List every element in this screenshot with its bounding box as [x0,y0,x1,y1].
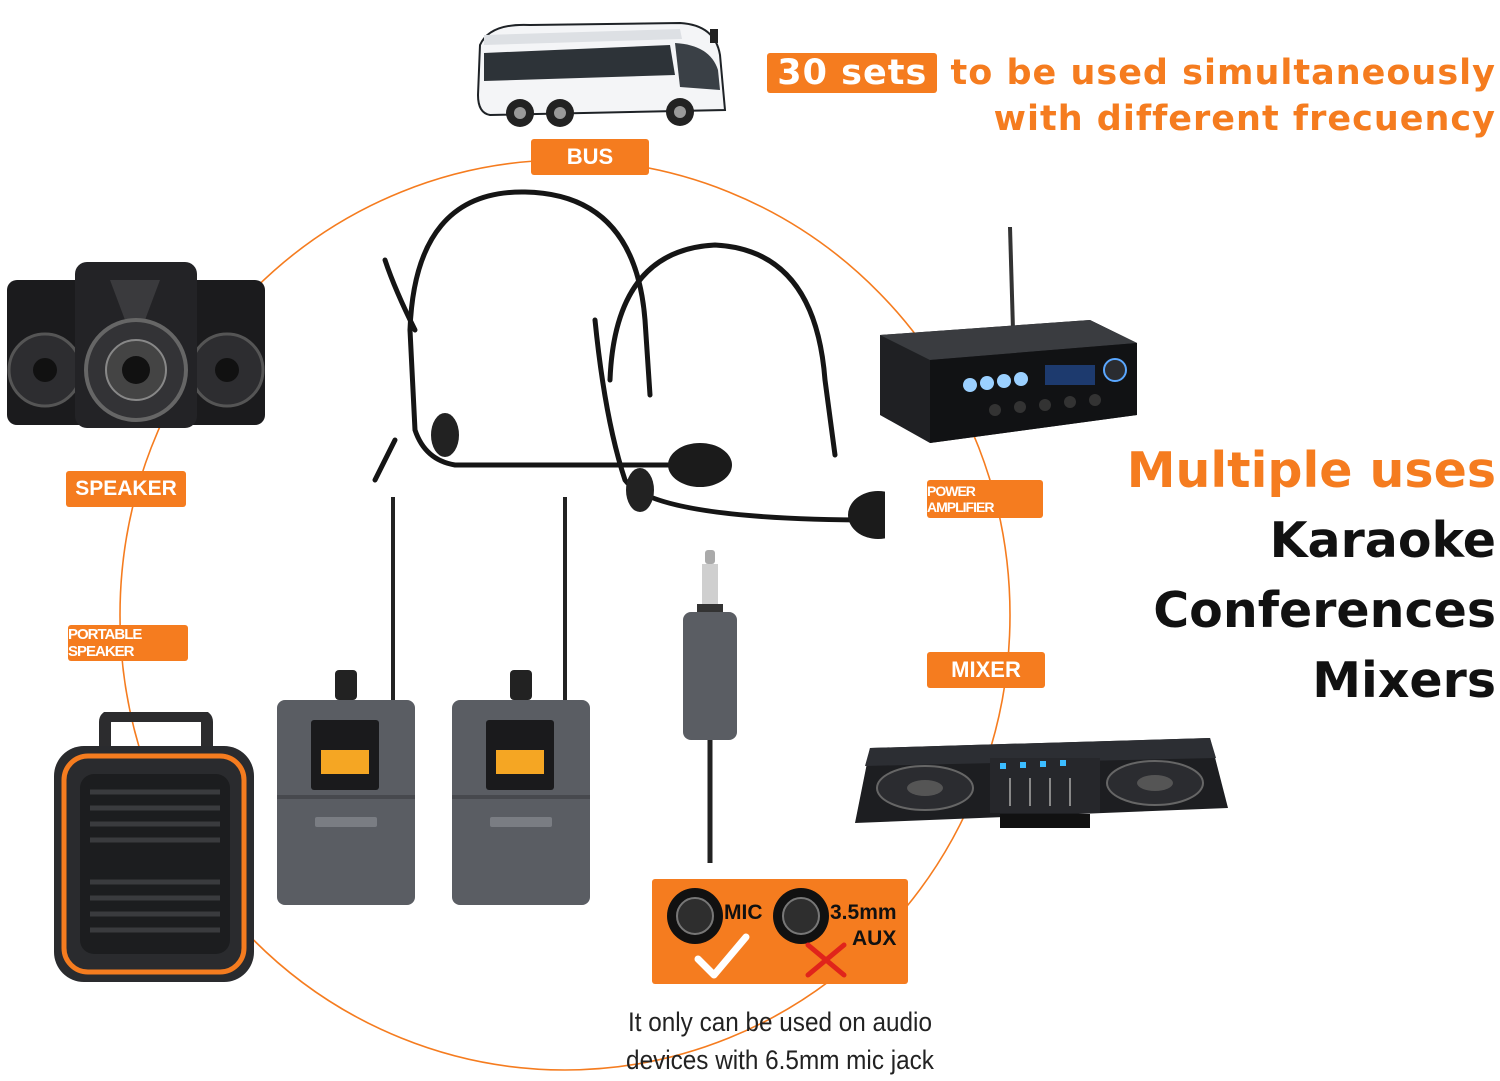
compatibility-note: It only can be used on audio devices wit… [582,1003,978,1079]
tag-portable-speaker: PORTABLE SPEAKER [68,625,188,661]
use-item: Karaoke [1269,512,1496,569]
checkmark-icon [694,933,750,979]
power-amplifier-image [880,226,1137,443]
use-item: Conferences [1153,582,1496,639]
tag-speaker: SPEAKER [66,471,186,507]
transmitter-right-image [452,497,590,905]
headline-line2: with different frecuency [993,99,1496,139]
note-line1: It only can be used on audio [627,1007,932,1037]
jack-compatibility-box: MIC 3.5mm AUX [652,879,908,984]
headset-image [372,189,885,539]
receiver-image [683,550,737,863]
headline: 30 sets to be used simultaneously with d… [767,50,1496,142]
transmitter-left-image [277,497,415,905]
tag-mixer: MIXER [927,652,1045,688]
tag-bus: BUS [531,139,649,175]
uses-title: Multiple uses [1126,442,1496,499]
use-item: Mixers [1312,652,1496,709]
aux-jack-icon [773,888,829,944]
headline-highlight: 30 sets [767,53,938,93]
uses-list: Multiple uses Karaoke Conferences Mixers [1127,436,1496,716]
tag-power-amplifier: POWER AMPLIFIER [927,480,1043,518]
aux-label-size: 3.5mm [830,901,897,924]
headline-line1-rest: to be used simultaneously [950,53,1496,93]
portable-speaker-image [54,712,254,982]
dj-mixer-image [855,738,1228,828]
mic-label: MIC [724,901,763,924]
cross-icon [805,942,847,978]
note-line2: devices with 6.5mm mic jack [626,1045,934,1075]
headline-line1: 30 sets to be used simultaneously [767,50,1496,96]
speakers-image [7,262,265,428]
mic-jack-icon [667,888,723,944]
bus-image [476,21,727,127]
aux-label-name: AUX [852,927,897,950]
